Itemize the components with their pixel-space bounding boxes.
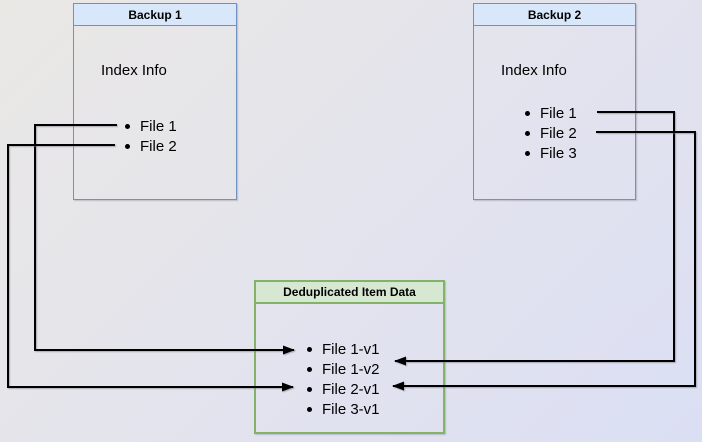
bullet-icon bbox=[307, 406, 312, 412]
list-item: File 3 bbox=[474, 143, 635, 163]
bullet-icon bbox=[307, 386, 312, 392]
file-label: File 3 bbox=[540, 144, 577, 162]
bullet-icon bbox=[525, 110, 530, 116]
bullet-icon bbox=[125, 143, 130, 149]
bullet-icon bbox=[525, 150, 530, 156]
file-label: File 2 bbox=[140, 137, 177, 155]
bullet-icon bbox=[307, 366, 312, 372]
file-label: File 3-v1 bbox=[322, 400, 380, 418]
backup1-index-info-label: Index Info bbox=[101, 62, 167, 79]
backup2-title: Backup 2 bbox=[474, 4, 635, 26]
list-item: File 1-v2 bbox=[256, 359, 443, 379]
deduplicated-item-data-box: Deduplicated Item Data File 1-v1 File 1-… bbox=[254, 280, 445, 434]
list-item: File 1 bbox=[74, 116, 236, 136]
backup1-box: Backup 1 Index Info File 1 File 2 bbox=[73, 3, 237, 200]
list-item: File 2 bbox=[74, 136, 236, 156]
file-label: File 1-v2 bbox=[322, 360, 380, 378]
file-label: File 1-v1 bbox=[322, 340, 380, 358]
backup1-title: Backup 1 bbox=[74, 4, 236, 26]
backup1-file-list: File 1 File 2 bbox=[74, 116, 236, 156]
list-item: File 1-v1 bbox=[256, 339, 443, 359]
bullet-icon bbox=[307, 346, 312, 352]
backup2-file-list: File 1 File 2 File 3 bbox=[474, 103, 635, 163]
bullet-icon bbox=[525, 130, 530, 136]
dedup-file-list: File 1-v1 File 1-v2 File 2-v1 File 3-v1 bbox=[256, 339, 443, 419]
bullet-icon bbox=[125, 123, 130, 129]
file-label: File 2-v1 bbox=[322, 380, 380, 398]
list-item: File 2-v1 bbox=[256, 379, 443, 399]
backup2-index-info-label: Index Info bbox=[501, 62, 567, 79]
dedup-title: Deduplicated Item Data bbox=[256, 282, 443, 304]
list-item: File 3-v1 bbox=[256, 399, 443, 419]
backup2-box: Backup 2 Index Info File 1 File 2 File 3 bbox=[473, 3, 636, 200]
file-label: File 2 bbox=[540, 124, 577, 142]
file-label: File 1 bbox=[140, 117, 177, 135]
list-item: File 2 bbox=[474, 123, 635, 143]
file-label: File 1 bbox=[540, 104, 577, 122]
list-item: File 1 bbox=[474, 103, 635, 123]
